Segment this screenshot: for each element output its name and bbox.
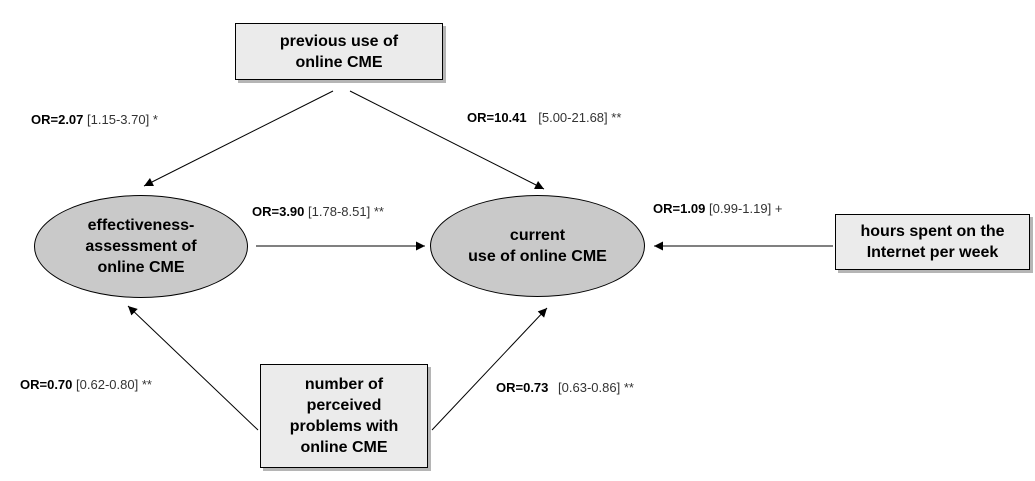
odds-ratio: OR=0.70 [20,377,73,392]
arrow-previous-to-effectiveness [143,90,334,187]
node-hours-internet-label: hours spent on the Internet per week [860,223,1005,261]
confidence-interval: [0.62-0.80] [76,377,139,392]
confidence-interval: [0.99-1.19] [709,201,772,216]
arrow-previous-to-current [349,90,545,190]
confidence-interval: [5.00-21.68] [538,110,608,125]
node-previous-use-label: previous use of online CME [279,32,399,71]
node-perceived-problems: number of perceived problems with online… [260,364,428,468]
arrow-problems-to-current [431,307,548,431]
significance-marker: + [774,201,783,216]
node-effectiveness-label: effectiveness- assessment of online CME [85,217,197,276]
node-current-use-label: current use of online CME [468,227,607,265]
odds-ratio: OR=0.73 [496,380,549,395]
odds-ratio: OR=10.41 [467,110,527,125]
edge-label-problems-effectiveness: OR=0.70 [0.62-0.80] ** [20,377,152,392]
significance-marker: ** [141,377,152,392]
confidence-interval: [1.78-8.51] [308,204,371,219]
edge-label-effectiveness-current: OR=3.90 [1.78-8.51] ** [252,204,384,219]
significance-marker: ** [373,204,384,219]
significance-marker: * [152,112,158,127]
node-hours-internet: hours spent on the Internet per week [835,214,1030,270]
odds-ratio: OR=3.90 [252,204,305,219]
odds-ratio: OR=2.07 [31,112,84,127]
significance-marker: ** [623,380,634,395]
node-effectiveness-assessment: effectiveness- assessment of online CME [34,195,248,298]
edge-label-hours-current: OR=1.09 [0.99-1.19] + [653,201,782,216]
significance-marker: ** [611,110,622,125]
node-perceived-problems-label: number of perceived problems with online… [289,376,399,456]
confidence-interval: [0.63-0.86] [558,380,621,395]
node-current-use: current use of online CME [430,195,645,297]
edge-label-previous-current: OR=10.41 [5.00-21.68] ** [467,110,621,125]
edge-label-previous-effectiveness: OR=2.07 [1.15-3.70] * [31,112,158,127]
odds-ratio: OR=1.09 [653,201,706,216]
edge-label-problems-current: OR=0.73 [0.63-0.86] ** [496,380,634,395]
node-previous-use: previous use of online CME [235,23,443,80]
arrow-problems-to-effectiveness [127,305,259,431]
confidence-interval: [1.15-3.70] [87,112,150,127]
